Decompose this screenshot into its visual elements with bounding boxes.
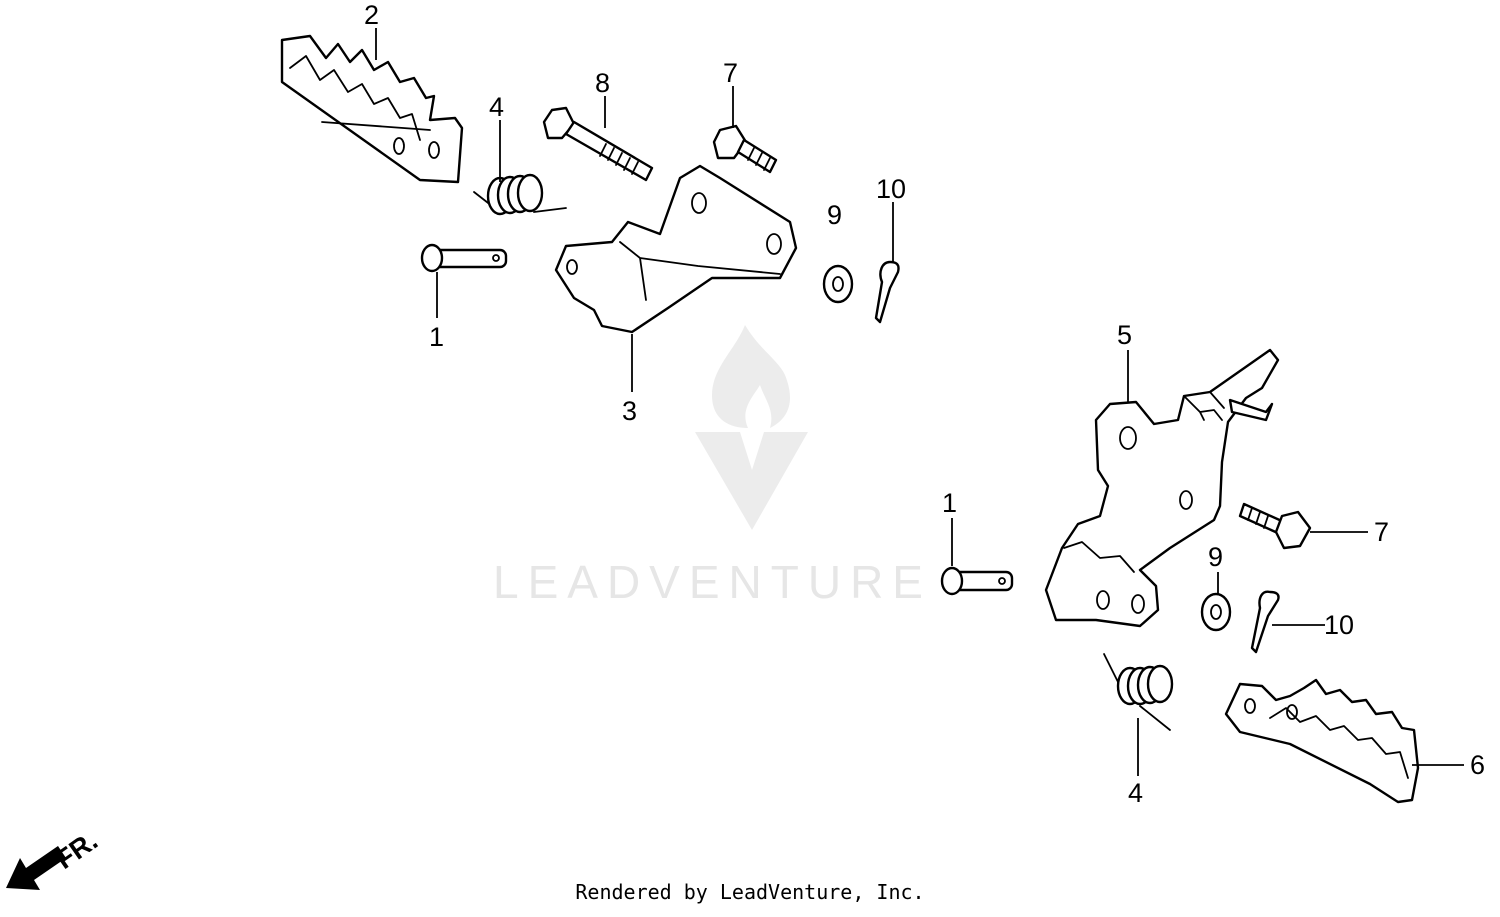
callout-left-10: 10 [876,174,906,204]
callout-right-1: 1 [942,488,957,518]
left-bracket [554,164,798,334]
callout-right-10: 10 [1324,610,1354,640]
right-leader-lines [951,350,1464,776]
callout-left-1: 1 [429,322,444,352]
callout-left-4: 4 [489,92,504,122]
watermark: LEADVENTURE [493,325,932,608]
left-callout-labels: 2 4 8 7 10 9 1 3 [364,0,906,426]
right-spring [1103,653,1174,731]
left-pin [420,243,508,273]
right-bracket [1044,348,1280,628]
footer-credit: Rendered by LeadVenture, Inc. [575,880,925,904]
right-pin [940,566,1014,596]
watermark-v-logo [695,432,808,530]
left-spring [473,173,567,216]
callout-right-4: 4 [1128,778,1143,808]
callout-right-6: 6 [1470,750,1485,780]
right-callout-labels: 5 1 7 9 10 6 4 [942,320,1485,808]
left-cotter-pin [874,260,900,324]
callout-left-7: 7 [723,58,738,88]
right-footpeg [1224,678,1420,804]
callout-right-5: 5 [1117,320,1132,350]
right-short-bolt [1238,502,1312,550]
callout-right-9: 9 [1208,542,1223,572]
watermark-text: LEADVENTURE [493,556,932,608]
left-footpeg [280,34,464,184]
callout-left-2: 2 [364,0,379,30]
left-washer [822,264,854,304]
watermark-flame-logo [712,325,790,428]
callout-left-8: 8 [595,68,610,98]
callout-left-9: 9 [827,200,842,230]
right-cotter-pin [1250,590,1280,654]
front-arrow-icon [6,846,66,890]
front-direction-label: FR. [50,825,103,875]
right-washer [1200,592,1232,632]
left-leader-lines [375,28,894,392]
callout-right-7: 7 [1374,517,1389,547]
left-short-bolt [712,124,778,174]
left-long-bolt [542,106,654,182]
callout-left-3: 3 [622,396,637,426]
